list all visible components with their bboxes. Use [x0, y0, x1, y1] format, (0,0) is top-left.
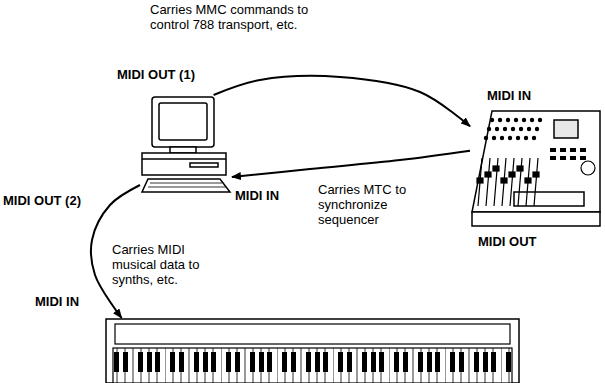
recorder-node: MIDI INMIDI OUT	[470, 108, 602, 230]
recorder-illustration	[470, 108, 602, 230]
port-label: MIDI OUT (2)	[3, 193, 81, 208]
port-label: MIDI OUT	[478, 234, 537, 249]
computer-illustration	[140, 95, 232, 195]
port-label: MIDI IN	[235, 188, 279, 203]
connector-label: Carries MTC to synchronize sequencer	[318, 182, 418, 227]
computer-node: MIDI OUT (1)MIDI INMIDI OUT (2)	[140, 95, 232, 195]
connector-label: Carries MIDI musical data to synths, etc…	[112, 242, 217, 287]
port-label: MIDI IN	[487, 88, 531, 103]
keyboard-node: MIDI IN	[105, 318, 520, 382]
connector-label: Carries MMC commands to control 788 tran…	[150, 2, 320, 32]
port-label: MIDI IN	[35, 294, 79, 309]
midi-cable	[232, 151, 470, 177]
keyboard-illustration	[105, 318, 520, 383]
port-label: MIDI OUT (1)	[117, 67, 195, 82]
midi-cable	[214, 76, 470, 126]
